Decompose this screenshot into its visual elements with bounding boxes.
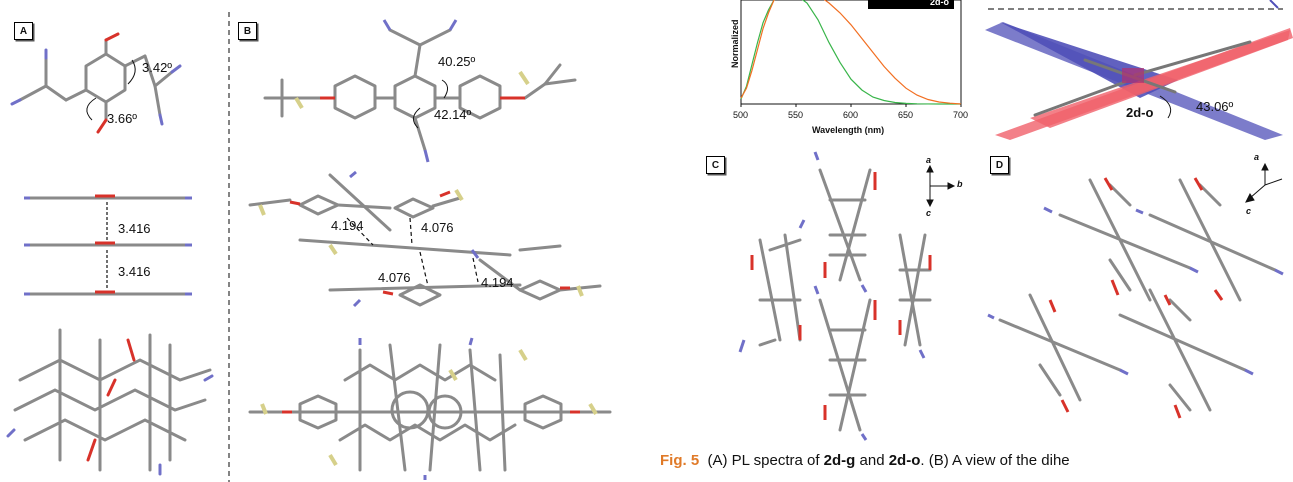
x-axis-label: Wavelength (nm) xyxy=(812,125,885,135)
distance-a-2: 3.416 xyxy=(118,264,151,279)
overlap-b xyxy=(248,337,612,480)
axis-d-a: a xyxy=(1254,152,1260,162)
dihedral-angle: 43.06º xyxy=(1196,99,1234,114)
panel-label-c: C xyxy=(706,156,725,174)
angle-a-2: 3.66º xyxy=(107,111,138,126)
panel-label-d: D xyxy=(990,156,1009,174)
caption-text-3: . (B) A view of the dihe xyxy=(920,452,1070,469)
angle-a-1: 3.42º xyxy=(142,60,173,75)
axis-d-c: c xyxy=(1246,206,1252,216)
pl-series-line-1 xyxy=(740,0,962,105)
stack-b xyxy=(248,170,602,308)
pl-series-line-0 xyxy=(740,0,961,105)
distance-a-1: 3.416 xyxy=(118,221,151,236)
x-tick-label: 650 xyxy=(898,110,914,120)
axis-c-b: b xyxy=(957,179,963,189)
caption-text-2: and xyxy=(855,452,889,469)
angle-b-1: 40.25º xyxy=(438,54,476,69)
distance-b-2: 4.076 xyxy=(421,220,454,235)
distance-b-4: 4.194 xyxy=(481,275,514,290)
molecule-a-top xyxy=(10,32,182,134)
caption-fig-label: Fig. 5 xyxy=(660,452,700,469)
overlap-a xyxy=(6,328,214,476)
distance-b-1: 4.194 xyxy=(331,218,364,233)
legend-box xyxy=(868,0,954,9)
stack-a xyxy=(24,194,192,296)
dihedral-label: 2d-o xyxy=(1126,105,1154,120)
x-tick-label: 550 xyxy=(788,110,804,120)
molecule-b-top xyxy=(263,19,577,163)
axis-c-a: a xyxy=(926,155,932,165)
distance-b-3: 4.076 xyxy=(378,270,411,285)
axis-c-c: c xyxy=(926,208,932,218)
x-tick-label: 700 xyxy=(953,110,969,120)
x-tick-label: 600 xyxy=(843,110,859,120)
panel-label-b: B xyxy=(238,22,257,40)
figure-caption: Fig. 5 (A) PL spectra of 2d-g and 2d-o. … xyxy=(660,452,1070,469)
panel-label-a: A xyxy=(14,22,33,40)
caption-text-1: (A) PL spectra of xyxy=(707,452,824,469)
caption-compound-1: 2d-g xyxy=(823,452,856,469)
caption-compound-2: 2d-o xyxy=(888,452,921,469)
legend-label: 2d-o xyxy=(930,0,949,7)
x-tick-label: 500 xyxy=(733,110,749,120)
angle-b-2: 42.14º xyxy=(434,107,472,122)
